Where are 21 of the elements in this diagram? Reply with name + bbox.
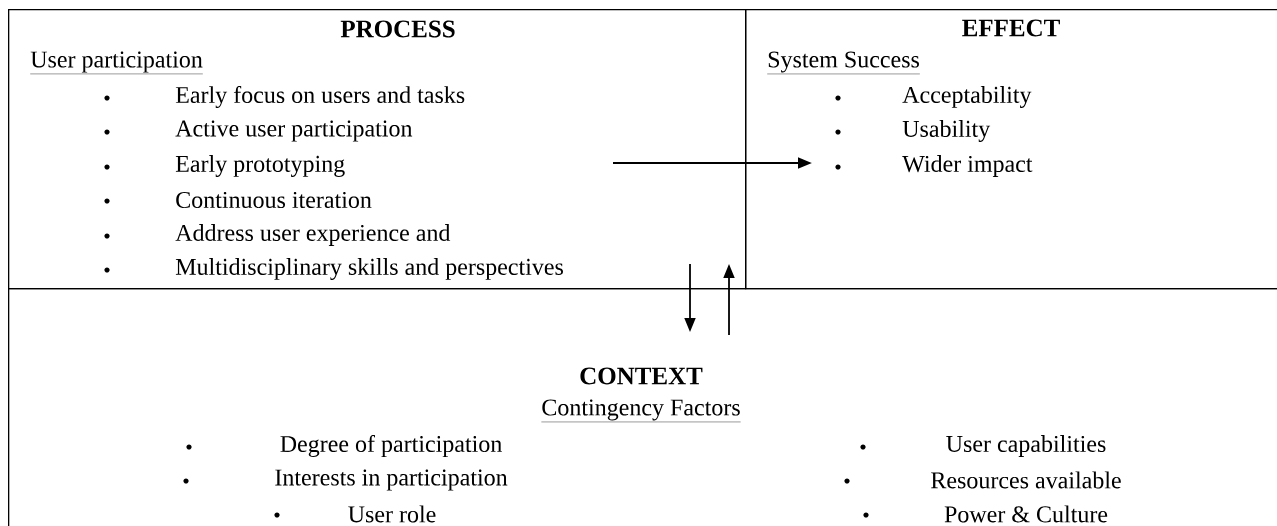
- list-item: Power & Culture: [944, 505, 1108, 523]
- list-item: Multidisciplinary skills and perspectives: [175, 258, 563, 280]
- list-item: Early prototyping: [175, 155, 345, 177]
- list-item: Acceptability: [902, 86, 1032, 108]
- list-item: Usability: [902, 120, 991, 142]
- list-item: Degree of participation: [280, 434, 502, 458]
- list-item: Active user participation: [175, 120, 413, 142]
- list-item: Early focus on users and tasks: [175, 85, 465, 109]
- list-item: User role: [348, 505, 436, 523]
- list-item: Interests in participation: [275, 469, 508, 491]
- subheading: User participation: [30, 51, 203, 75]
- list-item: Address user experience and: [175, 224, 451, 246]
- panel-heading: EFFECT: [962, 19, 1060, 37]
- panel-heading: PROCESS: [340, 20, 455, 38]
- list-item: Wider impact: [902, 155, 1033, 177]
- subheading: Contingency Factors: [541, 399, 741, 423]
- list-item: Continuous iteration: [176, 191, 372, 209]
- subheading: System Success: [767, 51, 921, 75]
- list-item: Resources available: [931, 471, 1121, 489]
- list-item: User capabilities: [946, 435, 1106, 457]
- panel-heading: CONTEXT: [580, 367, 703, 385]
